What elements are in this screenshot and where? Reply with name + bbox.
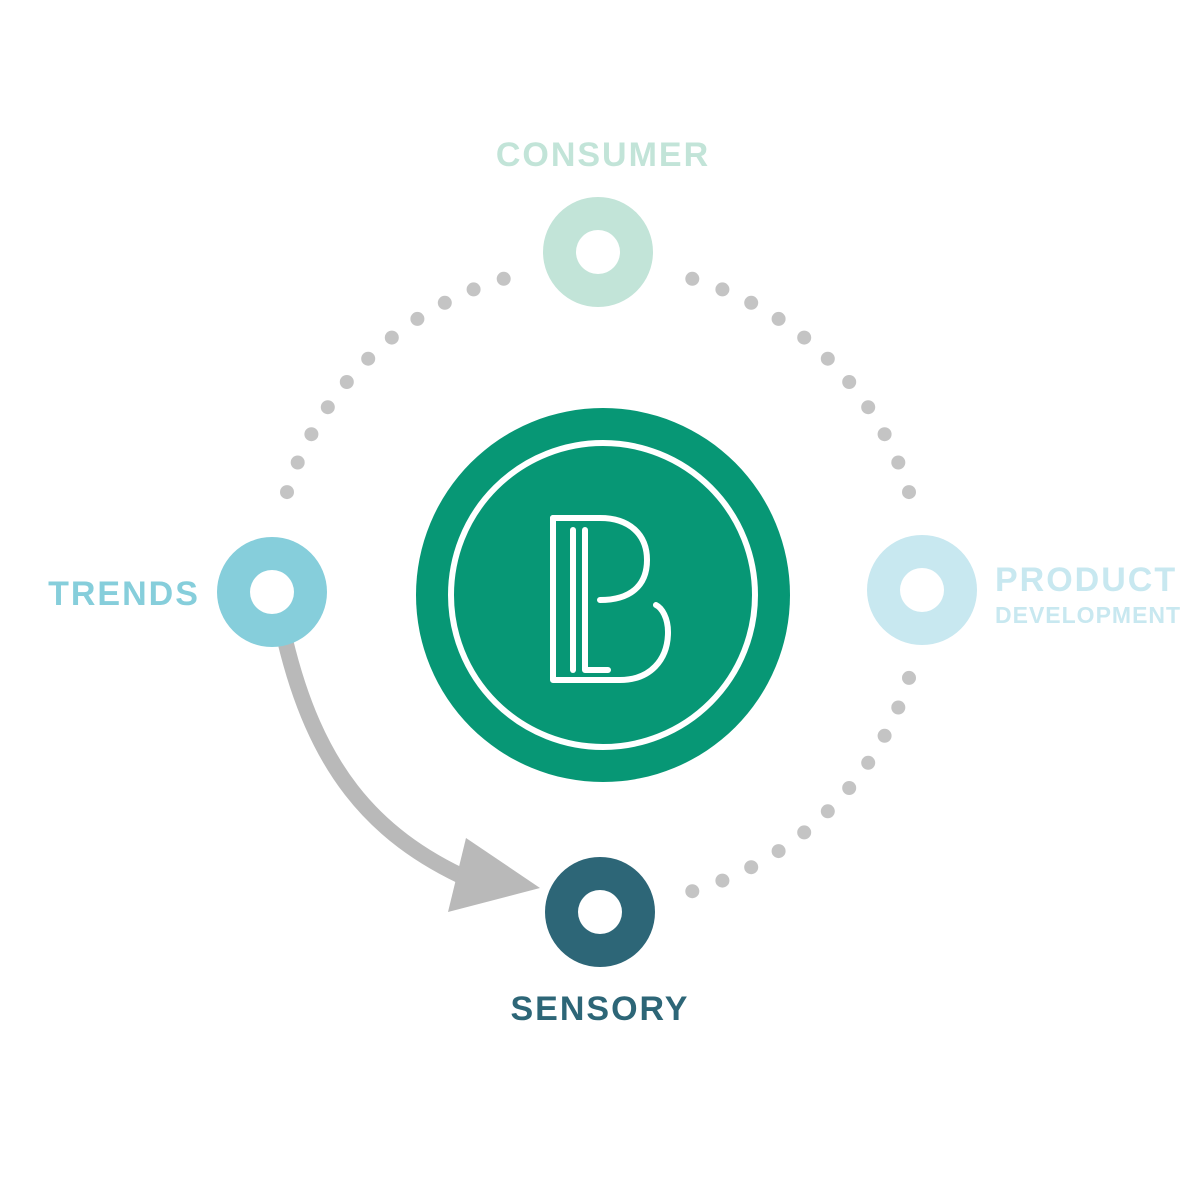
orbit-dot <box>877 427 892 442</box>
consumer-label: CONSUMER <box>496 136 710 174</box>
orbit-dot <box>685 271 700 286</box>
orbit-dot <box>304 427 319 442</box>
sensory-label: SENSORY <box>510 990 689 1028</box>
orbit-dot <box>361 351 376 366</box>
orbit-dot <box>902 485 916 500</box>
trends-to-sensory-arrow <box>277 638 540 912</box>
orbit-dot <box>384 330 399 345</box>
orbit-dot <box>820 351 835 366</box>
orbit-dot <box>797 330 812 345</box>
orbit-dot <box>861 400 876 415</box>
orbit-dot <box>842 781 857 795</box>
orbit-dot <box>797 825 812 840</box>
product-label-line2: DEVELOPMENT <box>995 602 1181 628</box>
orbit-dot <box>410 311 425 326</box>
orbit-dot <box>891 700 906 715</box>
orbit-dot <box>496 271 511 286</box>
center-logo-ring <box>448 440 758 750</box>
center-logo-disc <box>416 408 790 782</box>
orbit-dot <box>685 884 700 899</box>
trends-node <box>217 537 327 647</box>
orbit-dot <box>820 804 835 819</box>
orbit-dot <box>771 844 786 859</box>
orbit-dot <box>744 860 759 875</box>
dotted-orbit <box>280 271 916 899</box>
orbit-dot <box>771 311 786 326</box>
orbit-dot <box>842 375 857 389</box>
orbit-dot <box>437 295 452 310</box>
orbit-dot <box>715 873 730 888</box>
trends-label: TRENDS <box>48 575 200 613</box>
consumer-node <box>543 197 653 307</box>
orbit-dot <box>339 375 354 389</box>
orbit-dot <box>861 755 876 770</box>
orbit-dot <box>877 728 892 743</box>
product-label-line1: PRODUCT <box>995 561 1177 599</box>
orbit-dot <box>290 455 305 470</box>
product-development-node <box>867 535 977 645</box>
orbit-dot <box>715 282 730 297</box>
orbit-dot <box>891 455 906 470</box>
orbit-dot <box>466 282 481 297</box>
b-monogram-icon <box>550 515 671 683</box>
orbit-dot <box>902 670 916 685</box>
orbit-dot <box>744 295 759 310</box>
sensory-node <box>545 857 655 967</box>
orbit-dot <box>320 400 335 415</box>
center-logo <box>416 408 790 782</box>
orbit-dot <box>280 485 294 500</box>
